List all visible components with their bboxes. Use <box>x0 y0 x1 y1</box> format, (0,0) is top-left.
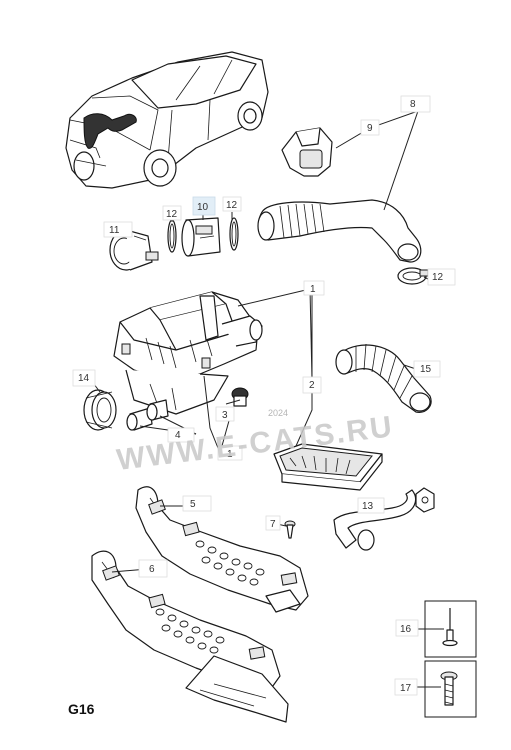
flex-duct-part-15 <box>335 343 432 413</box>
callout-15: 15 <box>420 364 432 375</box>
date-stamp: 2024 <box>268 408 288 418</box>
bracket-part-9 <box>281 127 333 177</box>
callout-1-bottom: 1 <box>227 449 233 460</box>
intake-ring-part-14 <box>83 389 117 431</box>
vent-holes-part-6 <box>155 608 225 654</box>
callout-10: 10 <box>197 202 209 213</box>
callout-5: 5 <box>190 499 196 510</box>
vehicle-illustration <box>65 51 269 189</box>
clamp-middle-part-12 <box>229 217 239 251</box>
bolt-part-17 <box>424 660 477 718</box>
callout-17: 17 <box>400 683 412 694</box>
air-cleaner-housing-part-1 <box>113 291 263 415</box>
hose-clamp-right-part-12 <box>397 267 429 285</box>
callout-13: 13 <box>362 501 374 512</box>
callout-12-right: 12 <box>432 272 444 283</box>
grommet-part-3 <box>231 387 249 407</box>
callout-6: 6 <box>149 564 155 575</box>
callout-9: 9 <box>367 123 373 134</box>
callout-4: 4 <box>175 430 181 441</box>
hose-part-13 <box>333 489 417 551</box>
pipes-part-4 <box>126 399 169 431</box>
callout-3: 3 <box>222 410 228 421</box>
callout-7: 7 <box>270 519 276 530</box>
vent-holes-part-5 <box>195 540 265 586</box>
heat-shield-duct-part-5 <box>135 486 309 613</box>
clamp-left-part-12 <box>167 219 177 253</box>
air-filter-part-2 <box>273 443 383 491</box>
callout-16: 16 <box>400 624 412 635</box>
push-pin-part-7 <box>284 520 296 539</box>
callout-11: 11 <box>109 225 120 236</box>
callout-12-left: 12 <box>166 209 178 220</box>
mass-airflow-housing-part-10 <box>181 217 221 257</box>
callout-14: 14 <box>78 373 90 384</box>
intake-hose-part-8 <box>257 199 422 263</box>
callout-labels: 8 9 11 12 10 12 12 1 15 14 2 3 4 1 5 13 <box>72 95 456 696</box>
callout-12-middle: 12 <box>226 200 238 211</box>
heat-shield-duct-part-6 <box>91 550 289 723</box>
clip-part-13-fitting <box>415 487 435 513</box>
air-mass-sensor-part-11 <box>109 229 159 271</box>
callout-1-top: 1 <box>310 284 316 295</box>
callout-8: 8 <box>410 99 416 110</box>
callout-2: 2 <box>309 380 315 391</box>
page-code: G16 <box>68 701 95 717</box>
